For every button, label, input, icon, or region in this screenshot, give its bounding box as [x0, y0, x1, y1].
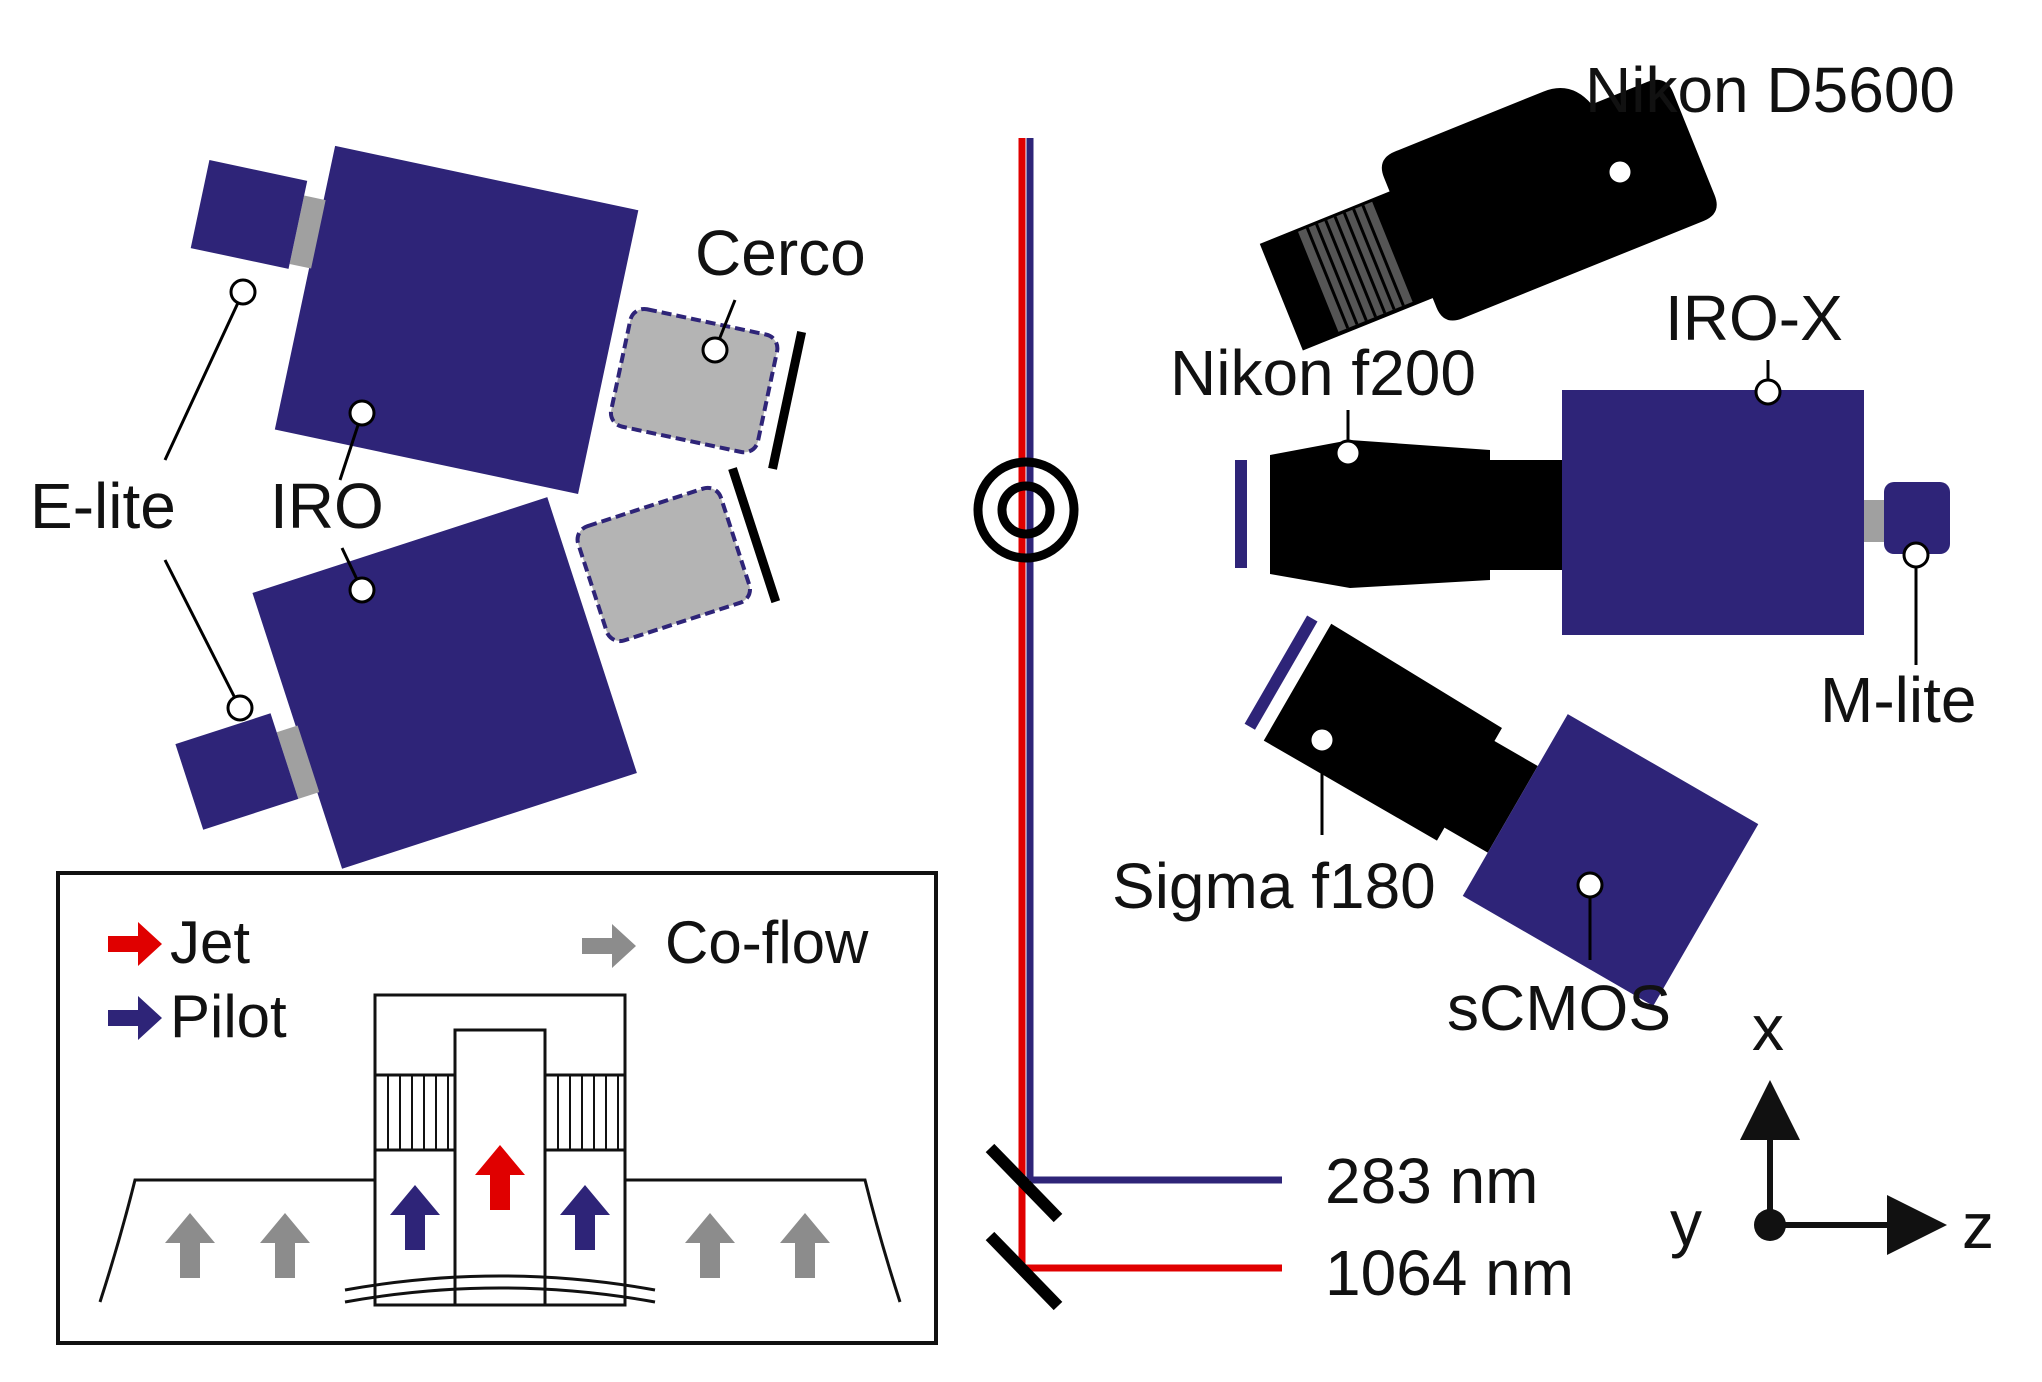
- left-lower-camera: [175, 467, 781, 869]
- label-wavelength-uv: 283 nm: [1325, 1145, 1538, 1217]
- d5600-body: [1381, 79, 1717, 321]
- mirror-upper: [985, 1143, 1063, 1223]
- callout-dot-iro-lower: [348, 576, 376, 604]
- label-m-lite: M-lite: [1820, 664, 1976, 736]
- labels: Nikon D5600 Cerco IRO-X Nikon f200 E-lit…: [30, 54, 1976, 1309]
- label-sigma-f180: Sigma f180: [1112, 850, 1436, 922]
- mirror-lower: [985, 1231, 1063, 1311]
- label-nikon-f200: Nikon f200: [1170, 337, 1476, 409]
- callouts: [163, 119, 1930, 960]
- label-nikon-d5600: Nikon D5600: [1585, 54, 1955, 126]
- coflow-arrow-2: [260, 1213, 310, 1278]
- coflow-arrow-1: [165, 1213, 215, 1278]
- y-axis-dot: [1754, 1209, 1786, 1241]
- label-e-lite: E-lite: [30, 470, 176, 542]
- label-scmos: sCMOS: [1447, 972, 1671, 1044]
- label-iro-x: IRO-X: [1665, 282, 1843, 354]
- iro-x-camera: [1235, 390, 1950, 635]
- jet-arrow-key: [108, 922, 162, 966]
- legend-pilot: Pilot: [170, 983, 287, 1050]
- coflow-arrow-key: [582, 924, 636, 968]
- target-rings: [973, 457, 1079, 563]
- left-upper-camera: [190, 145, 807, 494]
- laser-beams: [985, 138, 1282, 1311]
- label-iro: IRO: [270, 470, 384, 542]
- callout-dot-cerco: [701, 336, 729, 364]
- callout-dot-e-lite-lower: [226, 694, 254, 722]
- nikon-d5600-camera: [1259, 79, 1717, 351]
- cerco-lens-lower: [575, 485, 753, 644]
- nikon-f200-lens: [1270, 440, 1562, 588]
- coflow-arrow-3: [685, 1213, 735, 1278]
- m-lite-adapter: [1864, 500, 1886, 542]
- axis-label-z: z: [1962, 1190, 1994, 1262]
- callout-dot-iro-x: [1754, 378, 1782, 406]
- callout-dot-iro-upper: [348, 399, 376, 427]
- coordinate-axes: x y z: [1670, 992, 1994, 1262]
- callout-dot-scmos: [1576, 871, 1604, 899]
- e-lite-adapter-upper: [289, 195, 326, 269]
- jet-arrow: [475, 1145, 525, 1210]
- scmos-body: [1462, 714, 1759, 1006]
- axis-label-x: x: [1752, 992, 1784, 1064]
- cerco-lens-upper: [608, 306, 780, 455]
- callout-dot-nikon-f200: [1334, 439, 1362, 467]
- axis-label-y: y: [1670, 1187, 1702, 1259]
- m-lite-body: [1884, 482, 1950, 554]
- callout-dot-sigma-f180: [1308, 726, 1336, 754]
- nikon-f200-filter: [1235, 460, 1247, 568]
- e-lite-lower: [175, 713, 299, 830]
- e-lite-upper: [190, 160, 308, 269]
- callout-dot-m-lite: [1902, 541, 1930, 569]
- e-lite-adapter-lower: [276, 725, 320, 799]
- label-cerco: Cerco: [695, 217, 866, 289]
- iro-x-body: [1562, 390, 1864, 635]
- pilot-arrow-right: [560, 1185, 610, 1250]
- scmos-camera: [1244, 615, 1759, 1006]
- burner-legend: Jet Pilot Co-flow: [56, 871, 938, 1345]
- coflow-arrow-4: [780, 1213, 830, 1278]
- iro-body-upper: [274, 145, 639, 494]
- legend-frame: [56, 871, 938, 1345]
- callout-dot-e-lite-upper: [229, 278, 257, 306]
- callout-dot-nikon-d5600: [1606, 158, 1634, 186]
- filter-upper: [768, 330, 807, 470]
- label-wavelength-ir: 1064 nm: [1325, 1237, 1574, 1309]
- pilot-arrow-key: [108, 996, 162, 1040]
- sigma-f180-lens: [1263, 623, 1538, 853]
- filter-lower: [728, 467, 781, 604]
- sigma-f180-filter: [1244, 615, 1318, 730]
- pilot-arrow-left: [390, 1185, 440, 1250]
- legend-coflow: Co-flow: [665, 909, 869, 976]
- burner-geometry: [98, 993, 902, 1307]
- legend-jet: Jet: [170, 909, 250, 976]
